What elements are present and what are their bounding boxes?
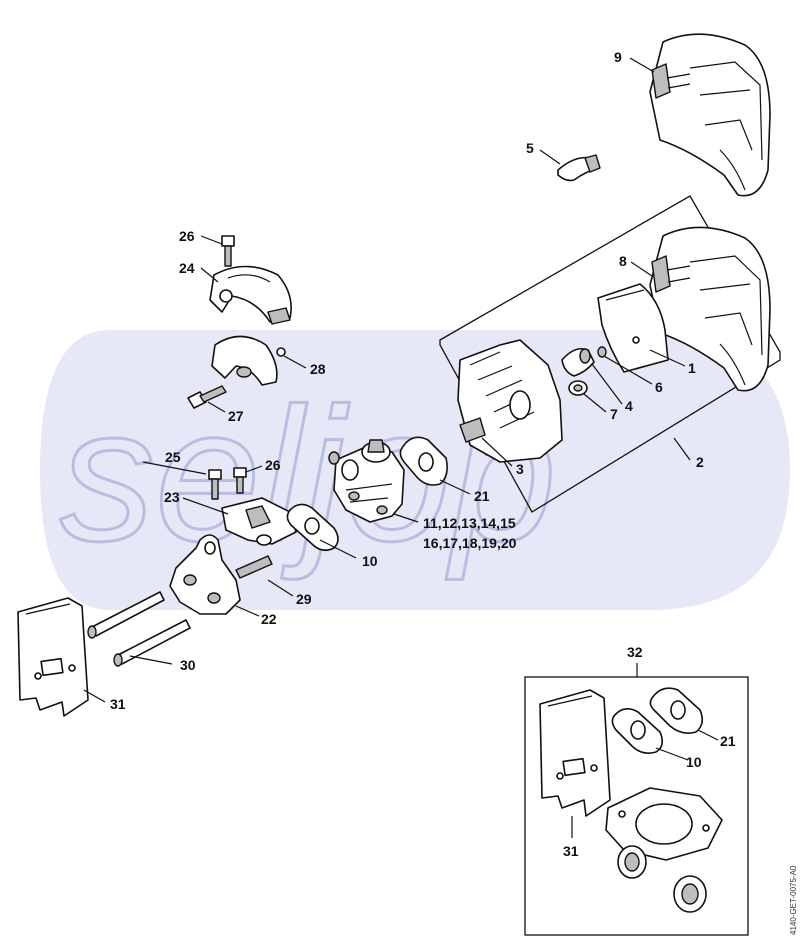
kit-part-31-heat-shield (539, 689, 611, 817)
callout-28: 28 (310, 361, 326, 377)
callout-16-20: 16,17,18,19,20 (423, 535, 517, 551)
callout-1: 1 (688, 360, 696, 376)
callout-32: 32 (627, 644, 643, 660)
callout-6: 6 (655, 379, 663, 395)
callout-3: 3 (516, 461, 524, 477)
part-22-manifold (169, 534, 241, 615)
part-9-cover (649, 33, 771, 197)
callout-10-kit: 10 (686, 754, 702, 770)
part-26-screw (233, 467, 247, 494)
part-3-filter-base (457, 339, 563, 463)
part-25-screw (208, 469, 222, 500)
callout-27: 27 (228, 408, 244, 424)
callout-22: 22 (261, 611, 277, 627)
part-23-lever (221, 497, 297, 546)
callout-30: 30 (180, 657, 196, 673)
callout-11-15: 11,12,13,14,15 (423, 515, 516, 531)
part-24-guard (209, 265, 292, 325)
kit-cylinder-gasket (605, 787, 723, 861)
document-code: 4140-GET-0075-A0 (789, 865, 798, 935)
callout-4: 4 (625, 398, 633, 414)
callout-10: 10 (362, 553, 378, 569)
part-5-clip (557, 154, 601, 182)
kit-seal-ring-2 (673, 875, 707, 913)
callout-31: 31 (110, 696, 126, 712)
part-29-bolt (235, 555, 273, 579)
callout-23: 23 (164, 489, 180, 505)
callout-8: 8 (619, 253, 627, 269)
callout-5: 5 (526, 140, 534, 156)
callout-2: 2 (696, 454, 704, 470)
part-7-nut (568, 380, 588, 396)
callout-25: 25 (165, 449, 181, 465)
part-26-screw-top (221, 235, 235, 267)
part-4-fitting (561, 347, 595, 377)
callout-26-mid: 26 (265, 457, 281, 473)
part-10-gasket (286, 503, 339, 552)
carburetor (328, 439, 405, 523)
part-6-washer (597, 346, 607, 358)
part-8-cover (649, 226, 771, 392)
callout-21-kit: 21 (720, 733, 736, 749)
leader-lines (83, 57, 719, 838)
callout-7: 7 (610, 406, 618, 422)
callout-24: 24 (179, 260, 195, 276)
airfilter-assembly-frame (439, 195, 781, 513)
part-31-heat-shield (17, 597, 89, 717)
callout-21: 21 (474, 488, 490, 504)
part-27-screw (187, 385, 227, 409)
callout-26: 26 (179, 228, 195, 244)
callout-labels: 9 5 26 24 8 1 6 4 7 28 27 3 2 25 26 21 2… (110, 49, 736, 859)
kit-seal-ring-1 (617, 845, 647, 879)
part-30-bolts (87, 591, 191, 667)
part-21-gasket (399, 436, 448, 486)
kit-part-21-gasket (649, 687, 704, 734)
callout-31-kit: 31 (563, 843, 579, 859)
callout-29: 29 (296, 591, 312, 607)
kit-part-10-gasket (611, 708, 664, 754)
part-28-bracket (211, 335, 286, 386)
callout-9: 9 (614, 49, 622, 65)
